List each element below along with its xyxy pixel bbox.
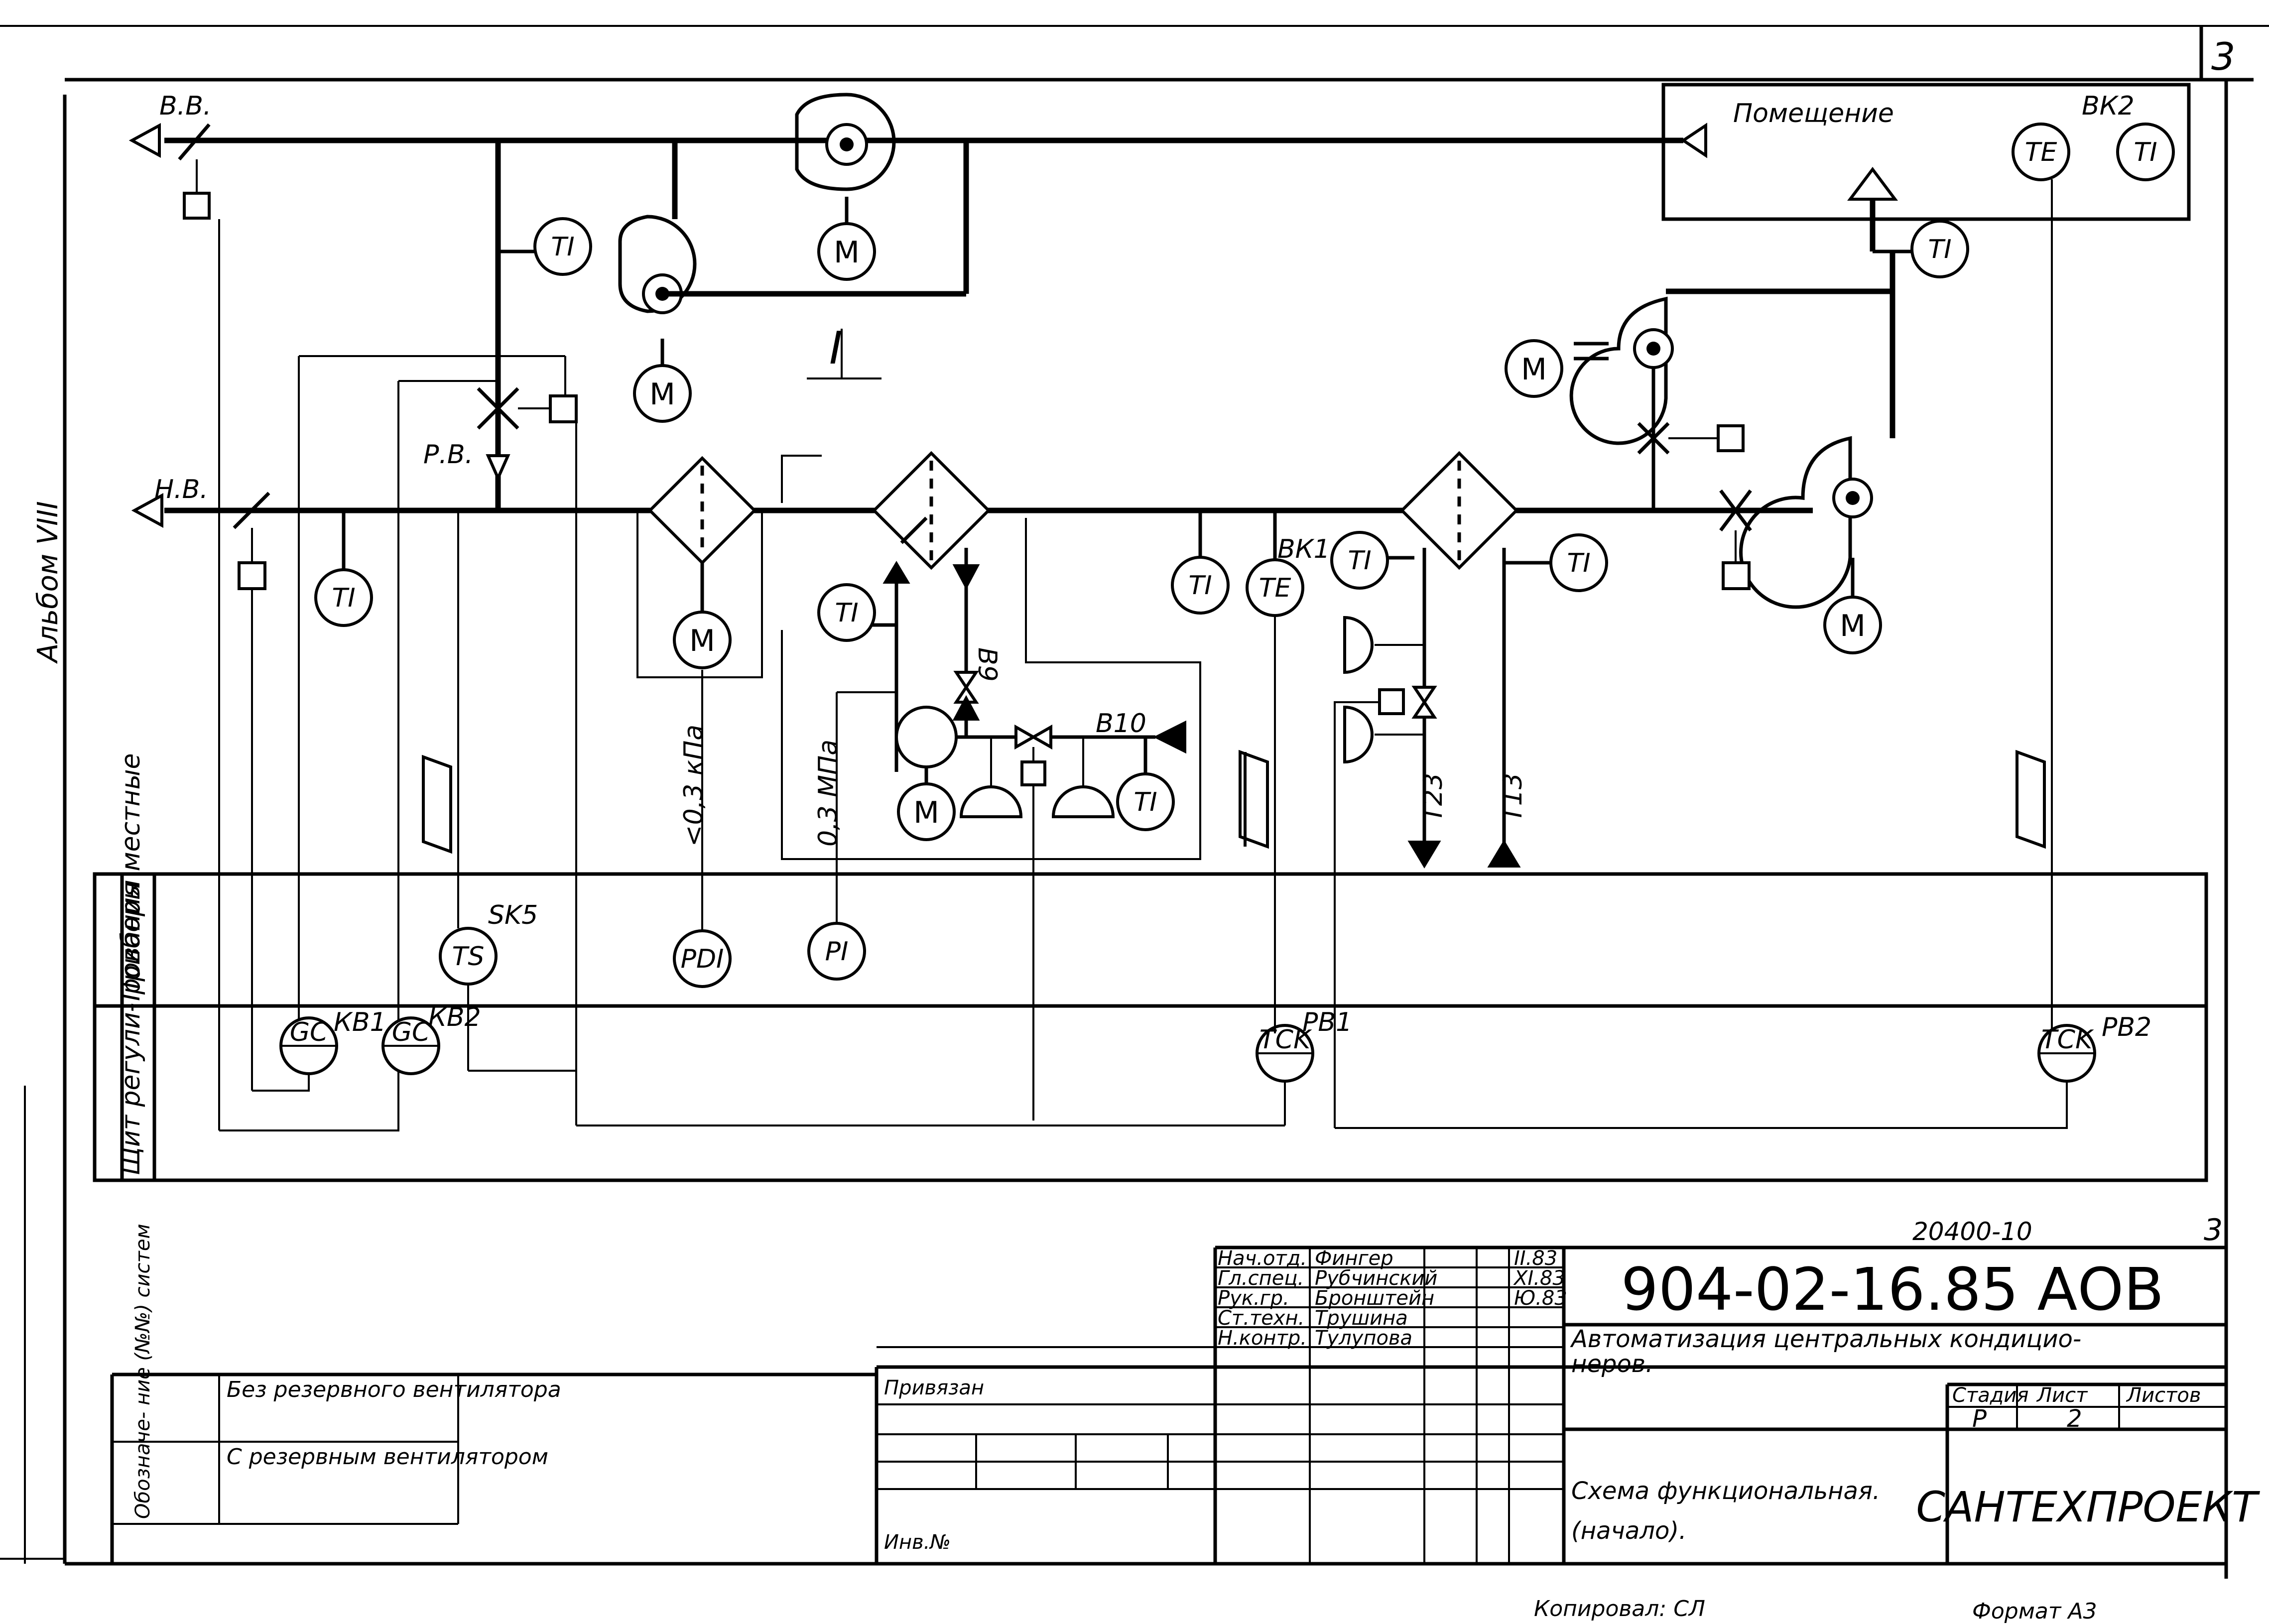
name-4: Тулупова — [1315, 1327, 1412, 1350]
ti-bubble-room: TI — [2134, 137, 2157, 167]
org-name: САНТЕХПРОЕКТ — [1916, 1483, 2260, 1531]
air-cooler: TI TI Т23 Т13 — [1244, 451, 1608, 1128]
t23-label: Т23 — [1418, 773, 1448, 822]
corner-number: 3 — [2211, 34, 2235, 79]
role-2: Рук.гр. — [1218, 1287, 1289, 1310]
motor-supply-1: M — [1521, 352, 1547, 387]
supply-fans: TI M M — [1505, 179, 2053, 1031]
ti-outside: TI — [332, 583, 355, 613]
inv-label: Инв.№ — [884, 1531, 951, 1554]
row-control-panel: Щит регули- рования — [116, 882, 146, 1175]
systems-row1: Без резервного вентилятора — [227, 1377, 561, 1402]
vk1-label: ВК1 — [1277, 534, 1330, 564]
tck-pv2: TCK — [2041, 1025, 2094, 1055]
date-0: II.83 — [1514, 1247, 1557, 1270]
tck-pv1: TCK — [1260, 1025, 1312, 1055]
ti-heater: TI — [835, 598, 858, 628]
date-2: Ю.83 — [1514, 1287, 1567, 1310]
instrument-rows: Приборы местные Щит регули- рования TS S… — [93, 510, 2208, 1182]
ti-after-heater: TI — [1188, 571, 1212, 601]
ti-return-water: TI — [1134, 787, 1157, 817]
ts-bubble: TS — [452, 942, 485, 972]
heater-node: I TI В9 M В10 TI — [781, 322, 1201, 1121]
recirc-branch: TI Р.В. — [298, 140, 592, 1125]
copied-label: Копировал: СЛ — [1534, 1596, 1705, 1622]
sk5-label: SK5 — [488, 900, 538, 930]
motor-pump: M — [913, 795, 939, 830]
roles-table: Нач.отд. Фингер II.83 Гл.спец. Рубчински… — [1218, 1247, 1567, 1350]
role-1: Гл.спец. — [1218, 1267, 1304, 1290]
pdi-bubble: PDI — [681, 944, 724, 974]
after-heater-sensors: TI TE ВК1 — [1171, 510, 1330, 1033]
doc-number-small-right: 3 — [2204, 1213, 2223, 1248]
format-label: Формат А3 — [1972, 1599, 2097, 1624]
room-box: Помещение ВК2 TE TI — [1661, 83, 2191, 221]
sheet-frame: 3 Альбом VIII — [0, 25, 2269, 1579]
air-filter: M <0,3 кПа PDI — [636, 456, 763, 988]
gc-kv2: GC — [392, 1017, 430, 1047]
systems-table: Обозначе- ние (№№) систем Без резервного… — [0, 1086, 877, 1564]
ti-supply: TI — [1928, 235, 1951, 264]
motor-filter: M — [689, 624, 715, 658]
pv1-label: PB1 — [1302, 1007, 1352, 1037]
systems-row2: С резервным вентилятором — [227, 1444, 548, 1470]
sheet-label: Лист — [2036, 1384, 2088, 1407]
role-4: Н.контр. — [1218, 1327, 1307, 1350]
stage-label: Стадия — [1952, 1384, 2028, 1407]
v10-label: В10 — [1096, 709, 1146, 739]
name-3: Трушина — [1315, 1307, 1408, 1330]
motor-return-2: M — [649, 377, 675, 412]
kv2-label: КВ2 — [428, 1002, 481, 1032]
name-1: Рубчинский — [1315, 1267, 1437, 1290]
ti-recirc: TI — [551, 232, 574, 262]
motor-return-1: M — [834, 235, 860, 270]
sheet-value: 2 — [2067, 1405, 2082, 1433]
row-local-devices: Приборы местные — [116, 753, 146, 1001]
v9-label: В9 — [972, 647, 1002, 682]
pv2-label: PB2 — [2102, 1012, 2151, 1042]
album-label: Альбом VIII — [32, 501, 64, 664]
title-block: 20400-10 3 904-02-16.85 АОВ Автоматизаци… — [875, 1213, 2260, 1564]
return-fans: M M — [618, 93, 969, 423]
exhaust-duct: В.В. — [128, 91, 1707, 1130]
ti-cooler-in: TI — [1348, 546, 1371, 576]
footer: Копировал: СЛ Формат А3 — [1534, 1596, 2097, 1624]
linked-label: Привязан — [884, 1376, 984, 1399]
outside-air-label: Н.В. — [154, 475, 208, 504]
doc-number-small: 20400-10 — [1912, 1217, 2032, 1246]
ti-cooler-out: TI — [1567, 548, 1590, 578]
name-2: Бронштейн — [1315, 1287, 1434, 1310]
gc-kv1: GC — [290, 1017, 328, 1047]
exhaust-air-label: В.В. — [159, 91, 211, 121]
role-3: Ст.техн. — [1218, 1307, 1304, 1330]
room-label: Помещение — [1733, 99, 1894, 128]
pi-bubble: PI — [825, 937, 849, 967]
sheet-title-line2: (начало). — [1571, 1517, 1686, 1545]
te-vk1: TE — [1259, 573, 1291, 603]
recirc-air-label: Р.В. — [423, 440, 473, 470]
stage-value: Р — [1972, 1405, 1987, 1433]
kv1-label: КВ1 — [334, 1007, 386, 1037]
dp-label: <0,3 кПа — [679, 725, 709, 847]
title-line2: неров. — [1571, 1350, 1653, 1378]
te-bubble-vk2: TE — [2025, 137, 2057, 167]
name-0: Фингер — [1315, 1247, 1393, 1270]
role-0: Нач.отд. — [1218, 1247, 1307, 1270]
systems-header: Обозначе- ние (№№) систем — [131, 1224, 154, 1519]
date-1: XI.83 — [1513, 1267, 1565, 1290]
sheet-title-line1: Схема функциональная. — [1571, 1477, 1880, 1505]
motor-supply-2: M — [1840, 609, 1866, 643]
sheets-label: Листов — [2126, 1384, 2201, 1407]
node-I-label: I — [829, 322, 843, 375]
t13-label: Т13 — [1498, 773, 1528, 822]
title-line1: Автоматизация центральных кондицио- — [1570, 1325, 2081, 1353]
press-label: 0,3 МПа — [813, 740, 843, 847]
vk2-label: ВК2 — [2082, 91, 2135, 121]
designation: 904-02-16.85 АОВ — [1621, 1255, 2164, 1324]
